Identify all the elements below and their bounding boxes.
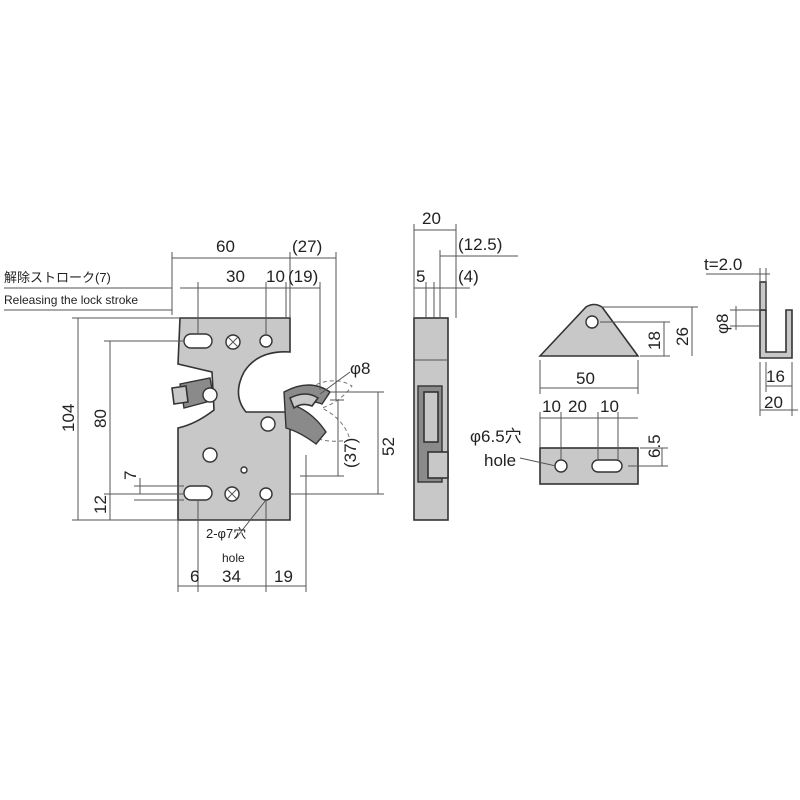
dim-7: 7 bbox=[121, 471, 140, 480]
dim-phi8: φ8 bbox=[350, 359, 370, 378]
side-dim-4: (4) bbox=[458, 267, 479, 286]
release-stroke-jp: 解除ストローク(7) bbox=[4, 270, 111, 285]
dim-19-top: (19) bbox=[288, 267, 318, 286]
striker-plate bbox=[538, 303, 640, 357]
striker-dim-18: 18 bbox=[645, 331, 664, 350]
dim-34: 34 bbox=[222, 567, 241, 586]
latch-claw-face bbox=[288, 393, 320, 410]
latch-front-view bbox=[171, 317, 353, 521]
front-dimension-lines bbox=[4, 252, 384, 592]
upper-slot bbox=[183, 333, 213, 349]
side-dim-12-5: (12.5) bbox=[458, 235, 502, 254]
latch-side-view bbox=[413, 317, 449, 521]
dim-60: 60 bbox=[216, 237, 235, 256]
holes-hole-en: hole bbox=[222, 551, 245, 565]
dim-37: (37) bbox=[341, 438, 360, 468]
release-lever-tab bbox=[171, 385, 189, 405]
side-dimension-lines bbox=[413, 224, 518, 318]
pivot bbox=[202, 387, 218, 403]
striker-front-dimensions bbox=[519, 412, 668, 467]
mid-hole-left bbox=[202, 447, 218, 463]
side-dim-5: 5 bbox=[416, 267, 425, 286]
striker-slot bbox=[591, 459, 623, 473]
end-left-leg bbox=[759, 281, 767, 311]
dim-30: 30 bbox=[226, 267, 245, 286]
small-dot bbox=[240, 466, 248, 474]
striker-dim-50: 50 bbox=[576, 369, 595, 388]
holes-2-phi7: 2-φ7穴 bbox=[206, 526, 246, 541]
lower-hole bbox=[259, 487, 273, 501]
end-phi8: φ8 bbox=[713, 314, 732, 334]
dim-12: 12 bbox=[91, 495, 110, 514]
upper-hole bbox=[259, 334, 273, 348]
end-dimensions bbox=[706, 268, 798, 416]
dim-19: 19 bbox=[274, 567, 293, 586]
end-thickness: t=2.0 bbox=[704, 255, 742, 274]
end-u-channel bbox=[759, 309, 793, 359]
claw-released-outline bbox=[297, 380, 353, 442]
dim-80: 80 bbox=[91, 409, 110, 428]
striker-top-view bbox=[538, 303, 640, 357]
latch-plate bbox=[177, 317, 291, 521]
dim-10: 10 bbox=[266, 267, 285, 286]
striker-front-view bbox=[539, 447, 639, 485]
striker-dim-10-b: 10 bbox=[600, 397, 619, 416]
labels: 解除ストローク(7) Releasing the lock stroke 60 … bbox=[4, 209, 785, 586]
striker-dim-20: 20 bbox=[568, 397, 587, 416]
dim-6: 6 bbox=[190, 567, 199, 586]
side-dim-20: 20 bbox=[422, 209, 441, 228]
side-step bbox=[427, 451, 449, 479]
end-dim-16: 16 bbox=[766, 367, 785, 386]
striker-hole-phi65: φ6.5穴 bbox=[470, 427, 522, 446]
striker-top-dimensions bbox=[539, 306, 698, 394]
dim-104: 104 bbox=[59, 404, 78, 432]
striker-dim-10-a: 10 bbox=[542, 397, 561, 416]
striker-dim-26: 26 bbox=[673, 327, 692, 346]
lower-slot bbox=[183, 485, 213, 501]
mid-hole-right bbox=[260, 416, 276, 432]
striker-dim-6-5: 6.5 bbox=[645, 434, 664, 458]
dim-52: 52 bbox=[379, 437, 398, 456]
striker-end-view bbox=[759, 281, 793, 359]
side-bracket bbox=[423, 391, 439, 443]
release-stroke-en: Releasing the lock stroke bbox=[4, 293, 138, 307]
striker-round-hole bbox=[554, 459, 568, 473]
striker-hole-en: hole bbox=[484, 451, 516, 470]
striker-hole bbox=[585, 315, 599, 329]
end-dim-20: 20 bbox=[764, 393, 783, 412]
dim-27: (27) bbox=[292, 237, 322, 256]
